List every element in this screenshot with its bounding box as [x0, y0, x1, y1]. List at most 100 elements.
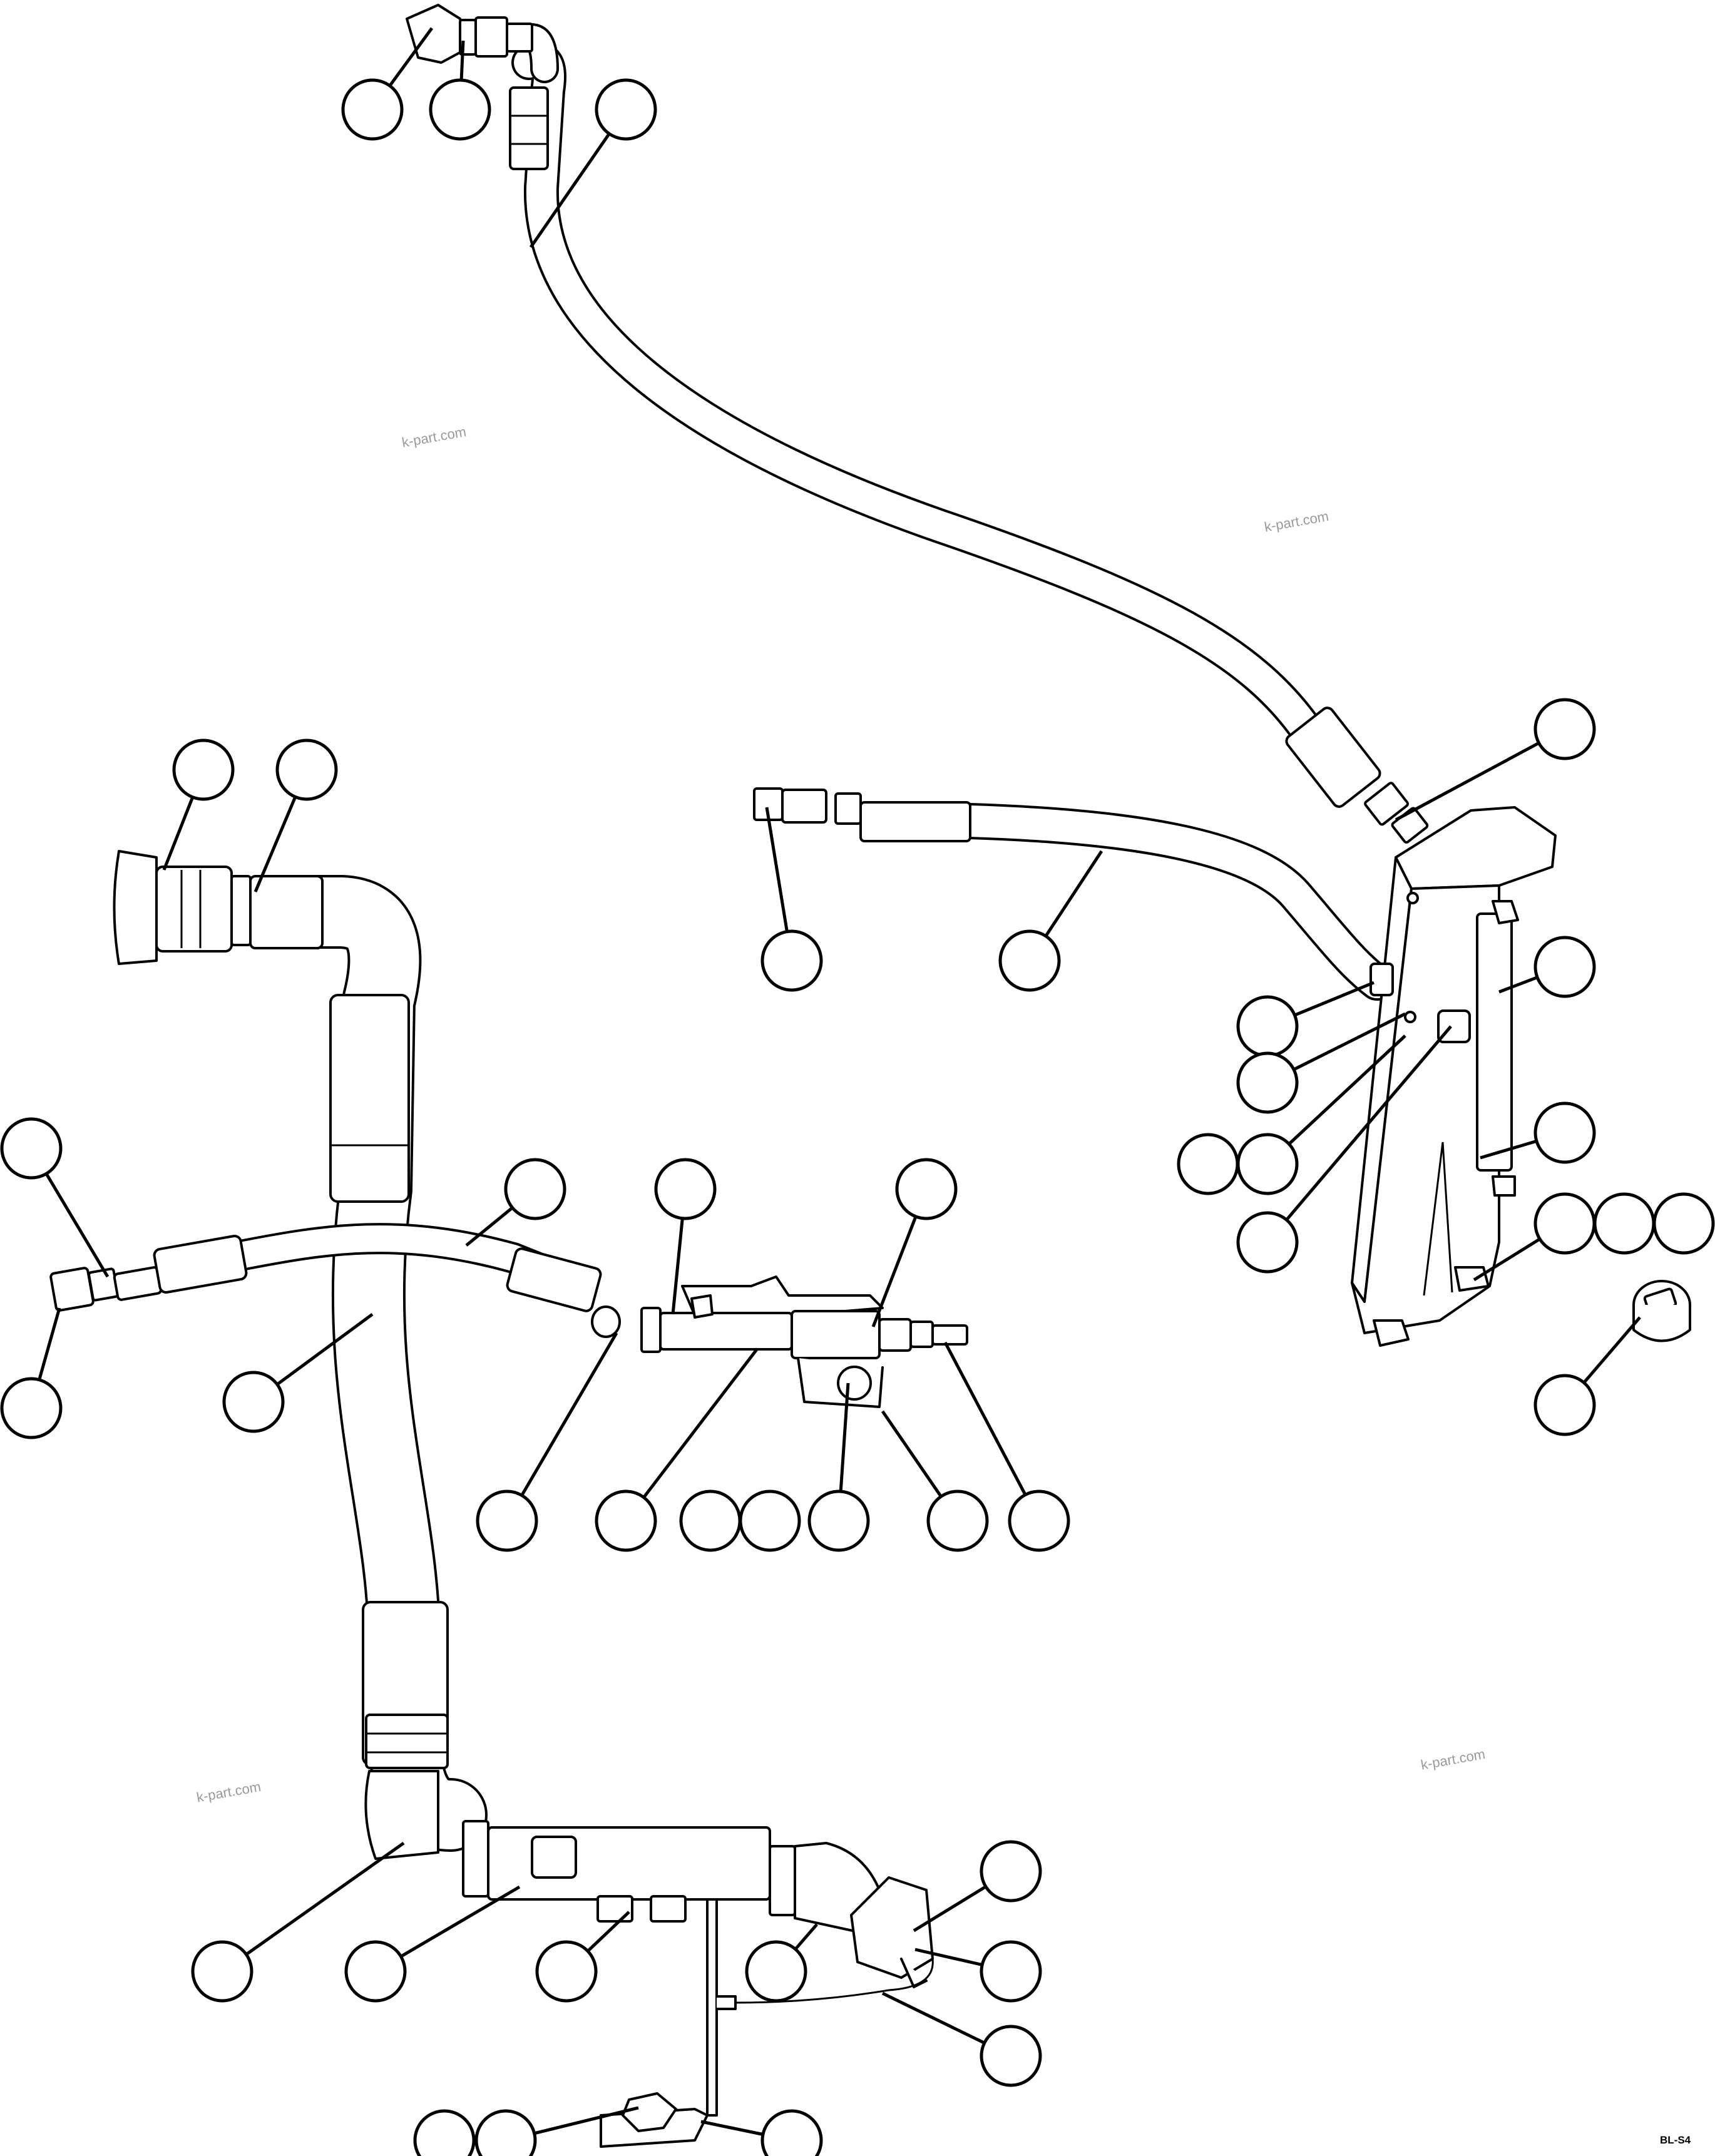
callout-24-leader-line [871, 1215, 918, 1327]
callout-26-balloon [476, 1489, 538, 1552]
callout-35-leader-line [586, 1911, 630, 1953]
hose-end-fitting-small-left [153, 1234, 248, 1294]
callout-16-balloon [760, 929, 823, 992]
callout-35-balloon [535, 1940, 598, 2003]
parts [49, 4, 1691, 2148]
callout-24-balloon [895, 1158, 958, 1220]
callout-5-leader-line [1498, 976, 1538, 994]
callout-1-leader-line [388, 27, 434, 87]
callout-4-leader-line [1395, 741, 1540, 822]
callout-2-leader-line [459, 40, 465, 81]
hose-lower-main [282, 875, 443, 1764]
callout-9-leader-line [1288, 1035, 1406, 1145]
callout-15-leader-line [1582, 1316, 1641, 1384]
callout-42-balloon [760, 2109, 823, 2156]
callout-17-balloon [998, 929, 1061, 992]
hose-small [228, 1223, 560, 1286]
callout-39-leader-line [881, 1991, 985, 2045]
callout-15-balloon [1533, 1374, 1596, 1436]
callout-19-balloon [275, 738, 338, 801]
callout-38-leader-line [914, 1948, 983, 1966]
leader-lines [38, 27, 1641, 2136]
callout-34-leader-line [400, 1885, 521, 1958]
figure-code: BL-S4 [1660, 2134, 1691, 2146]
callout-balloons [0, 78, 1715, 2156]
callout-36-balloon [745, 1940, 807, 2003]
hose-end-fitting-small-right [506, 1247, 621, 1338]
callout-21-balloon [0, 1377, 63, 1439]
callout-30-leader-line [839, 1382, 850, 1492]
callout-36-leader-line [794, 1923, 818, 1951]
callout-42-leader-line [700, 2120, 764, 2136]
callout-33-leader-line [245, 1841, 405, 1956]
plug-cap [1632, 1280, 1691, 1342]
callout-40-balloon [413, 2109, 476, 2156]
callout-20-leader-line [44, 1173, 110, 1278]
hose-end-fitting-top [509, 86, 549, 170]
support-bracket-bottom [600, 1898, 737, 2148]
callout-28-balloon [679, 1489, 742, 1552]
callout-30-balloon [807, 1489, 870, 1552]
valve-tee-assembly [640, 1275, 968, 1408]
callout-18-leader-line [162, 796, 195, 871]
callout-5-balloon [1533, 936, 1596, 998]
callout-27-leader-line [642, 1347, 759, 1499]
quick-coupler [113, 850, 324, 965]
callout-8-balloon [1177, 1133, 1239, 1195]
callout-16-leader-line [765, 807, 789, 932]
callout-3-balloon [595, 78, 657, 141]
callout-39-balloon [980, 2025, 1042, 2087]
hoses [228, 23, 1395, 1852]
callout-23-balloon [654, 1158, 717, 1220]
callout-37-balloon [980, 1840, 1042, 1903]
callout-20-balloon [0, 1117, 63, 1180]
callout-10-leader-line [1285, 1025, 1452, 1221]
callout-18-balloon [172, 738, 235, 801]
callout-26-leader-line [520, 1332, 618, 1496]
hose-end-fitting-vertical-lower [362, 1601, 449, 1769]
callout-14-balloon [1652, 1192, 1715, 1255]
callout-21-leader-line [38, 1307, 61, 1381]
callout-25-leader-line [276, 1312, 374, 1386]
hose-end-fitting-upper-right [1285, 707, 1429, 844]
bolts-right-bracket [1373, 1266, 1490, 1347]
valve-block-right [1369, 900, 1519, 1197]
callout-34-balloon [344, 1940, 407, 2003]
elbow-adapter-top [406, 4, 533, 64]
hose-end-fitting-middle-left [753, 787, 971, 842]
callout-7-balloon [1236, 1051, 1299, 1114]
callout-32-balloon [1008, 1489, 1070, 1552]
callout-9-balloon [1236, 1133, 1299, 1195]
callout-41-balloon [474, 2109, 537, 2156]
mounting-bracket-right [1351, 806, 1557, 1334]
callout-7-leader-line [1293, 1012, 1406, 1071]
callout-25-balloon [222, 1371, 285, 1433]
callout-17-leader-line [1044, 850, 1103, 938]
callout-27-balloon [595, 1489, 657, 1552]
callout-11-balloon [1533, 1101, 1596, 1164]
callout-13-balloon [1593, 1192, 1656, 1255]
callout-19-leader-line [253, 796, 297, 892]
hose-upper-long [511, 42, 1357, 787]
callout-29-balloon [739, 1489, 801, 1552]
callout-12-leader-line [1473, 1237, 1541, 1282]
callout-6-leader-line [1294, 981, 1375, 1017]
bottom-manifold [364, 1770, 881, 1935]
adapter-small-left [49, 1266, 163, 1312]
hose-middle [952, 803, 1395, 1001]
hose-end-fitting-vertical-upper [329, 994, 410, 1203]
callout-31-balloon [926, 1489, 989, 1552]
callout-22-balloon [504, 1158, 566, 1220]
callout-37-leader-line [913, 1885, 987, 1933]
callout-4-balloon [1533, 698, 1596, 760]
callout-11-leader-line [1480, 1140, 1537, 1160]
callout-10-balloon [1236, 1211, 1299, 1274]
hose-upper-elbow [518, 23, 559, 83]
callout-41-leader-line [534, 2106, 639, 2135]
callout-32-leader-line [943, 1341, 1027, 1496]
callout-3-leader-line [529, 133, 611, 248]
callout-31-leader-line [881, 1410, 943, 1498]
callout-38-balloon [980, 1940, 1042, 2003]
callout-12-balloon [1533, 1192, 1596, 1255]
